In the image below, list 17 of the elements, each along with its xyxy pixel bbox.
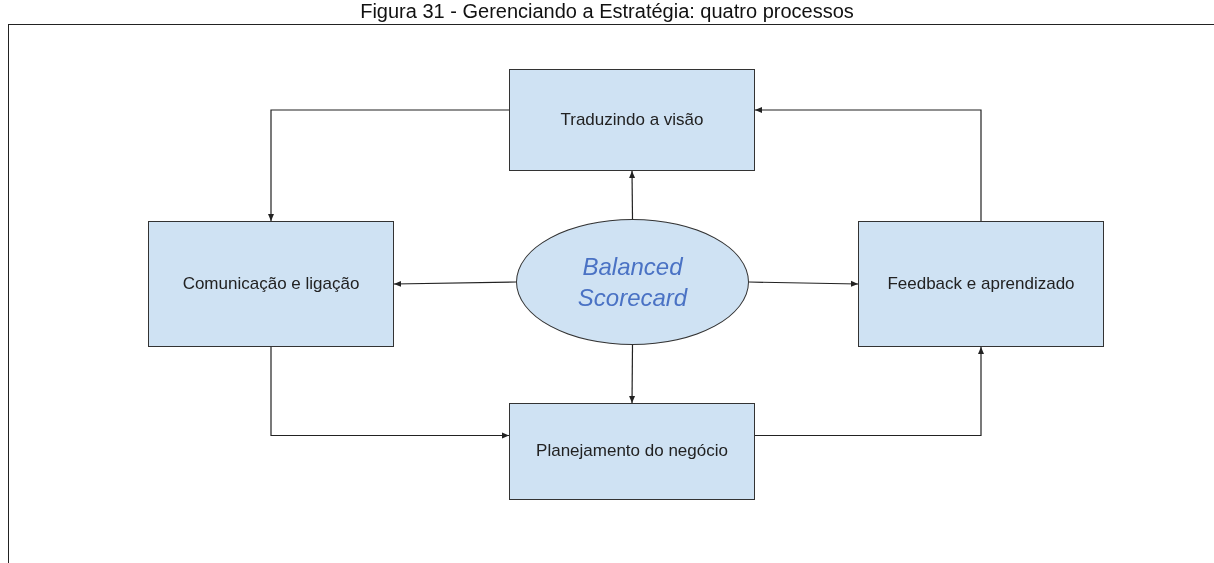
arrow	[268, 109, 510, 222]
arrow	[754, 107, 982, 222]
process-box	[148, 221, 394, 347]
process-box	[858, 221, 1104, 347]
arrow	[629, 344, 636, 404]
node-label: Planejamento do negócio	[536, 440, 728, 463]
node-label: Balanced Scorecard	[576, 251, 689, 313]
arrow	[393, 280, 517, 287]
arrow	[629, 170, 636, 220]
process-box	[509, 69, 755, 171]
node-label: Traduzindo a visão	[560, 108, 704, 131]
arrow	[270, 346, 510, 439]
node-label: Comunicação e ligação	[182, 272, 360, 295]
arrow	[748, 280, 859, 287]
arrow	[754, 346, 984, 437]
process-box	[509, 403, 755, 500]
node-label: Feedback e aprendizado	[887, 272, 1075, 295]
